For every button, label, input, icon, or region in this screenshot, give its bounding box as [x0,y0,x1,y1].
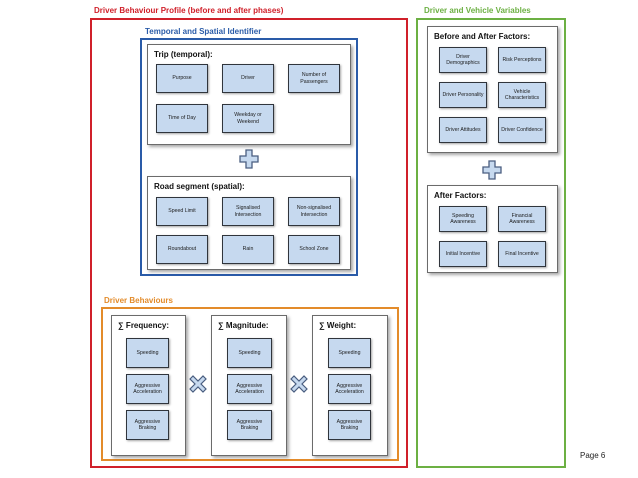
financial-awareness-box: Financial Awareness [498,206,546,232]
identifier-frame [140,38,358,276]
weight-acceleration-box: Aggressive Acceleration [328,374,371,404]
road-signalised-box: Signalised Intersection [222,197,274,226]
driver-attitudes-box: Driver Attitudes [439,117,487,143]
frequency-speeding-box: Speeding [126,338,169,368]
driver-profile-frame [90,18,408,468]
frequency-title: ∑ Frequency: [118,321,170,330]
multiply-icon-1 [189,375,207,393]
driver-demographics-box: Driver Demographics [439,47,487,73]
road-school-zone-box: School Zone [288,235,340,264]
driver-personality-box: Driver Personality [439,82,487,108]
variables-frame [416,18,566,468]
trip-driver-box: Driver [222,64,274,93]
road-non-signalised-box: Non-signalised Intersection [288,197,340,226]
initial-incentive-box: Initial Incentive [439,241,487,267]
trip-title: Trip (temporal): [154,50,213,59]
magnitude-acceleration-box: Aggressive Acceleration [227,374,272,404]
driver-profile-title: Driver Behaviour Profile (before and aft… [94,6,284,15]
trip-time-of-day-box: Time of Day [156,104,208,133]
risk-perceptions-box: Risk Perceptions [498,47,546,73]
before-after-title: Before and After Factors: [434,32,531,41]
multiply-icon-2 [290,375,308,393]
magnitude-speeding-box: Speeding [227,338,272,368]
driver-confidence-box: Driver Confidence [498,117,546,143]
magnitude-braking-box: Aggressive Braking [227,410,272,440]
behaviours-title: Driver Behaviours [104,296,173,305]
plus-icon-identifier [239,149,259,169]
variables-title: Driver and Vehicle Variables [424,6,531,15]
weight-braking-box: Aggressive Braking [328,410,371,440]
trip-passengers-box: Number of Passengers [288,64,340,93]
trip-purpose-box: Purpose [156,64,208,93]
frequency-braking-box: Aggressive Braking [126,410,169,440]
road-speed-limit-box: Speed Limit [156,197,208,226]
trip-weekday-box: Weekday or Weekend [222,104,274,133]
weight-speeding-box: Speeding [328,338,371,368]
behaviours-frame [101,307,399,461]
final-incentive-box: Final Incentive [498,241,546,267]
speeding-awareness-box: Speeding Awareness [439,206,487,232]
plus-icon-variables [482,160,502,180]
page-number: Page 6 [580,451,606,460]
frequency-acceleration-box: Aggressive Acceleration [126,374,169,404]
vehicle-characteristics-box: Vehicle Characteristics [498,82,546,108]
road-title: Road segment (spatial): [154,182,245,191]
road-rain-box: Rain [222,235,274,264]
after-factors-title: After Factors: [434,191,487,200]
weight-title: ∑ Weight: [319,321,357,330]
road-roundabout-box: Roundabout [156,235,208,264]
magnitude-title: ∑ Magnitude: [218,321,269,330]
identifier-title: Temporal and Spatial Identifier [145,27,262,36]
